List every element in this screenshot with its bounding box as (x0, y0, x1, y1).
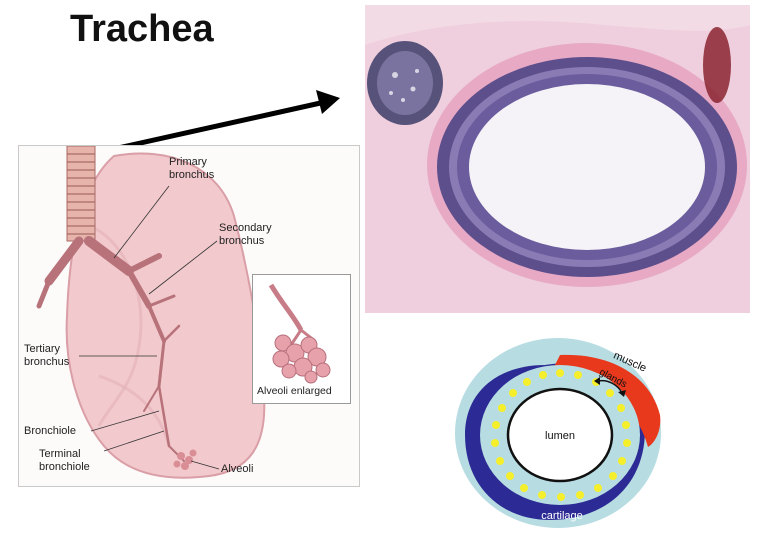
label-lumen: lumen (545, 430, 575, 442)
alveoli-cluster-illustration (253, 275, 350, 385)
label-alveoli-enlarged: Alveoli enlarged (257, 385, 332, 398)
label-cartilage: cartilage (541, 510, 583, 522)
trachea-schematic: muscle glands lumen cartilage (450, 335, 675, 530)
label-bronchiole: Bronchiole (24, 425, 76, 438)
schematic-drawing: muscle glands lumen cartilage (450, 335, 675, 530)
trachea-histology (365, 5, 750, 313)
alveoli-inset: Alveoli enlarged (252, 274, 351, 404)
label-alveoli: Alveoli (221, 463, 253, 476)
page-title: Trachea (70, 8, 214, 51)
histology-image (365, 5, 750, 313)
histology-lumen (469, 84, 705, 250)
